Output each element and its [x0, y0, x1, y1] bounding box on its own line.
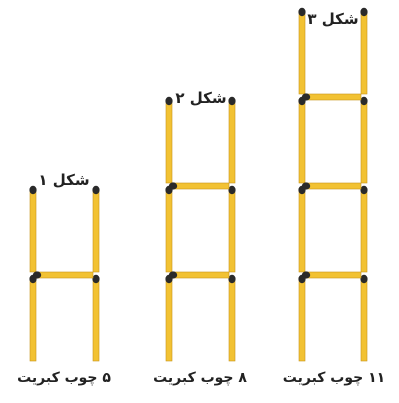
figure-2-count: ۸ چوب کبریت [153, 370, 247, 386]
figure-3-title: شکل ۳ [307, 10, 358, 28]
figure-2-right-stick-3 [229, 100, 235, 183]
figure-2-right-stick-2-head [228, 186, 235, 194]
figure-3-right-stick-2-head [360, 186, 367, 194]
figure-2-right-stick-1-head [228, 275, 235, 283]
figure-1-right-stick-2 [93, 189, 99, 272]
figure-2-left-stick-3-head [165, 97, 172, 105]
figure-2-rung-1-head [169, 271, 177, 278]
figure-3-count: ۱۱ چوب کبریت [283, 370, 385, 386]
figure-3-right-stick-3 [361, 100, 367, 183]
figure-2-rung-2-head [169, 182, 177, 189]
figure-3-right-stick-1-head [360, 275, 367, 283]
figure-3-right-stick-2 [361, 189, 367, 272]
figure-2-rung-1 [172, 272, 229, 278]
figure-1-rung-1 [36, 272, 93, 278]
figure-3-right-stick-4-head [360, 8, 367, 16]
figure-1-right-stick-1 [93, 278, 99, 361]
figure-1-left-stick-2-head [29, 186, 36, 194]
figure-1-count: ۵ چوب کبریت [17, 370, 111, 386]
figure-1-left-stick-2 [30, 189, 36, 272]
figure-3-rung-1-head [302, 271, 310, 278]
figure-1-rung-1-head [33, 271, 41, 278]
figure-2-right-stick-2 [229, 189, 235, 272]
figure-3-rung-2 [305, 183, 361, 189]
figure-3-right-stick-1 [361, 278, 367, 361]
figure-3-rung-1 [305, 272, 361, 278]
figure-2-left-stick-1 [166, 278, 172, 361]
figure-3-rung-2-head [302, 182, 310, 189]
figure-3-right-stick-4 [361, 11, 367, 94]
figure-3-right-stick-3-head [360, 97, 367, 105]
figure-2-left-stick-3 [166, 100, 172, 183]
figure-1-title: شکل ۱ [38, 171, 89, 189]
figure-3-left-stick-3 [299, 100, 305, 183]
figure-1-left-stick-1 [30, 278, 36, 361]
figure-2-title: شکل ۲ [175, 89, 226, 107]
figure-3-left-stick-4-head [298, 8, 305, 16]
figure-2-right-stick-3-head [228, 97, 235, 105]
figure-2-left-stick-2 [166, 189, 172, 272]
figure-3-rung-3-head [302, 93, 310, 100]
figure-3-rung-3 [305, 94, 361, 100]
figure-3-left-stick-4 [299, 11, 305, 94]
figure-3-left-stick-1 [299, 278, 305, 361]
figure-3-left-stick-2 [299, 189, 305, 272]
figure-2-right-stick-1 [229, 278, 235, 361]
figure-1-right-stick-1-head [92, 275, 99, 283]
figure-1-right-stick-2-head [92, 186, 99, 194]
figure-2-rung-2 [172, 183, 229, 189]
